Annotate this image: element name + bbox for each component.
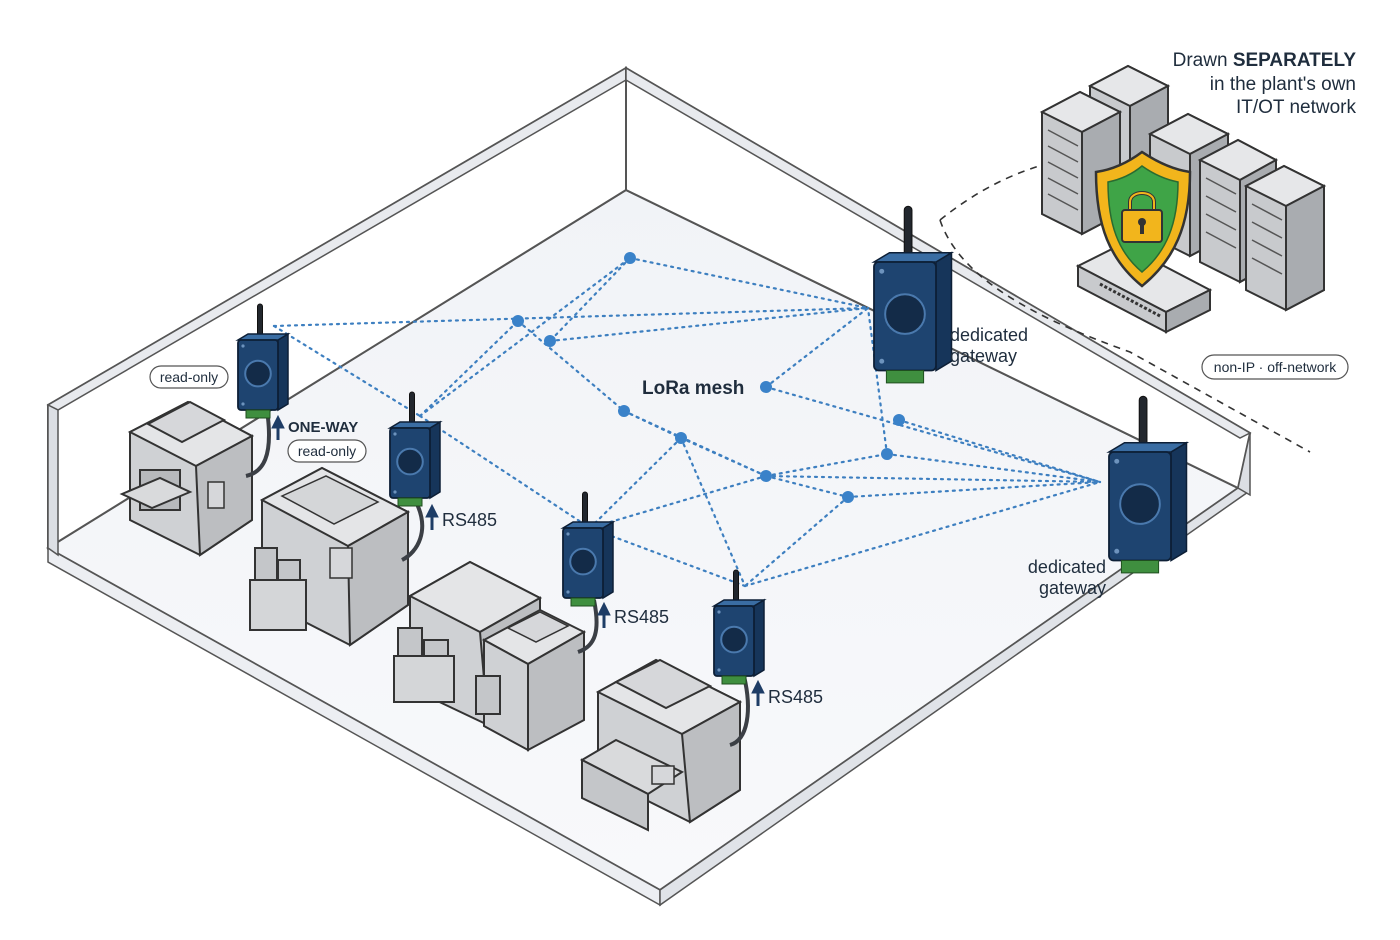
mesh-node bbox=[544, 335, 556, 347]
one-way-arrows bbox=[271, 414, 765, 706]
mesh-links bbox=[272, 256, 1102, 588]
gateway-right-label-line1: dedicated bbox=[1028, 557, 1106, 577]
it-note-emphasis: SEPARATELY bbox=[1233, 50, 1357, 71]
gateway-icon bbox=[871, 205, 955, 384]
mesh-link bbox=[764, 385, 1102, 484]
pill-read-only-1-text: read-only bbox=[160, 369, 218, 385]
mesh-link bbox=[588, 474, 768, 530]
mesh-link bbox=[588, 436, 683, 530]
mesh-link bbox=[743, 480, 1102, 588]
lora-devices bbox=[235, 205, 1190, 685]
pill-non-ip: non-IP · off-network bbox=[1201, 354, 1349, 380]
mesh-link bbox=[846, 480, 1102, 499]
mesh-link bbox=[679, 436, 747, 588]
mesh-link bbox=[743, 495, 850, 588]
it-ot-network bbox=[939, 64, 1327, 453]
gateway-right-label-line2: gateway bbox=[1039, 578, 1106, 598]
arrow-up-icon bbox=[597, 601, 611, 628]
mesh-link bbox=[548, 256, 632, 343]
mesh-link bbox=[272, 306, 870, 328]
mesh-link bbox=[885, 452, 1102, 484]
gateway-icon bbox=[1106, 395, 1190, 574]
mesh-node bbox=[760, 381, 772, 393]
mesh-node bbox=[760, 470, 772, 482]
mesh-node bbox=[893, 414, 905, 426]
wireless-sensor-icon bbox=[235, 303, 291, 419]
rs485-label-b: RS485 bbox=[614, 607, 669, 627]
arrow-up-icon bbox=[271, 414, 285, 440]
server-rack-icon bbox=[1243, 164, 1327, 312]
sensor-cables bbox=[245, 417, 750, 747]
mesh-label: LoRa mesh bbox=[642, 378, 744, 399]
it-note: Drawn SEPARATELY in the plant's own IT/O… bbox=[1173, 50, 1357, 118]
machine-4 bbox=[579, 658, 743, 832]
mesh-node bbox=[618, 405, 630, 417]
mesh-link bbox=[418, 256, 632, 418]
gateway-top-label-line2: gateway bbox=[950, 346, 1017, 366]
arrow-up-icon bbox=[751, 679, 765, 706]
mesh-node bbox=[512, 315, 524, 327]
network-switch-icon bbox=[1075, 242, 1213, 334]
gateway-top-label-line1: dedicated bbox=[950, 325, 1028, 345]
mesh-link bbox=[764, 474, 850, 499]
mesh-link bbox=[628, 256, 870, 310]
it-note-line3: IT/OT network bbox=[1236, 97, 1357, 118]
machine-2 bbox=[249, 466, 411, 647]
pill-read-only-1: read-only bbox=[149, 365, 229, 389]
mesh-link bbox=[272, 324, 422, 418]
mesh-link bbox=[548, 306, 870, 343]
one-way-label: ONE-WAY bbox=[288, 419, 358, 436]
wireless-sensor-icon bbox=[560, 491, 616, 607]
mesh-link bbox=[764, 306, 870, 389]
it-note-line2: in the plant's own bbox=[1210, 74, 1356, 95]
pill-read-only-2-text: read-only bbox=[298, 443, 356, 459]
gateway-top-label: dedicated gateway bbox=[950, 325, 1028, 366]
machine-1 bbox=[119, 400, 255, 557]
mesh-link bbox=[679, 436, 768, 478]
mesh-node bbox=[842, 491, 854, 503]
rs485-label-a: RS485 bbox=[442, 510, 497, 530]
rs485-label-c: RS485 bbox=[768, 687, 823, 707]
pill-non-ip-text: non-IP · off-network bbox=[1214, 359, 1337, 375]
mesh-node bbox=[675, 432, 687, 444]
mesh-node bbox=[881, 448, 893, 460]
svg-text:Drawn SEPARATELY: Drawn SEPARATELY bbox=[1173, 50, 1357, 71]
machine-3 bbox=[393, 560, 587, 752]
arrow-up-icon bbox=[425, 503, 439, 530]
mesh-link bbox=[764, 474, 1102, 484]
pill-read-only-2: read-only bbox=[287, 439, 367, 463]
mesh-link bbox=[588, 526, 747, 588]
mesh-link bbox=[897, 418, 1102, 484]
it-note-prefix: Drawn bbox=[1173, 50, 1233, 71]
wireless-sensor-icon bbox=[711, 569, 767, 685]
mesh-link bbox=[418, 414, 592, 530]
wireless-sensor-icon bbox=[387, 391, 443, 507]
mesh-link bbox=[516, 319, 626, 413]
mesh-node bbox=[624, 252, 636, 264]
mesh-link bbox=[418, 319, 520, 418]
padlock-shield-icon bbox=[1094, 150, 1192, 288]
gateway-right-label: dedicated gateway bbox=[1028, 557, 1106, 598]
mesh-link bbox=[764, 452, 889, 478]
mesh-nodes bbox=[512, 252, 905, 503]
